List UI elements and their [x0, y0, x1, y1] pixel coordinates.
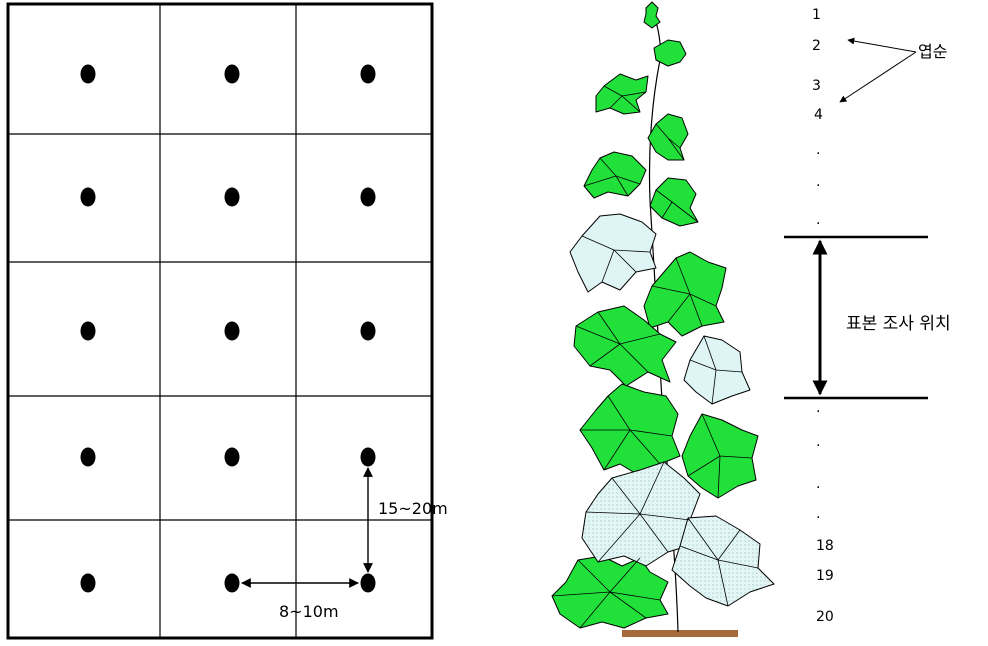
ellipsis-dot: .	[816, 400, 820, 416]
sample-point	[224, 64, 240, 84]
sample-point	[360, 187, 376, 207]
vine-base	[622, 630, 738, 637]
ellipsis-dot: .	[816, 212, 820, 228]
vine-leaf	[643, 251, 727, 337]
leaf-number-1: 1	[812, 7, 821, 23]
horizontal-spacing-label: 8~10m	[279, 602, 339, 621]
sample-point	[80, 321, 96, 341]
sampling-grid: 15~20m 8~10m	[6, 2, 448, 640]
sample-point	[80, 447, 96, 467]
vine-leaf	[649, 177, 699, 227]
grid-lines	[8, 4, 432, 638]
ellipsis-dot: .	[816, 476, 820, 492]
leaf-number-18: 18	[816, 538, 834, 554]
sample-point	[80, 187, 96, 207]
sampling-position-label: 표본 조사 위치	[846, 314, 951, 334]
grape-vine	[551, 1, 775, 637]
leaf-number-2: 2	[812, 38, 821, 54]
leaf-order-labels: 1 2 3 4 . . . . . . . 18 19 20	[812, 7, 834, 625]
callout-arrow-upper	[847, 37, 917, 53]
vine-leaf	[653, 39, 687, 67]
sample-point	[360, 321, 376, 341]
sample-point	[360, 64, 376, 84]
leaf-number-20: 20	[816, 609, 834, 625]
sample-point	[224, 321, 240, 341]
vine-leaf	[647, 113, 689, 161]
sample-point	[224, 447, 240, 467]
sampling-position-bracket: 표본 조사 위치	[784, 235, 951, 400]
leaf-number-19: 19	[816, 568, 834, 584]
sample-point	[224, 573, 240, 593]
vine-leaf	[595, 73, 649, 115]
leaf-number-4: 4	[814, 107, 823, 123]
shoot-tip	[643, 1, 661, 29]
leaf-order-label: 엽순	[918, 42, 947, 61]
sample-point	[224, 187, 240, 207]
ellipsis-dot: .	[816, 434, 820, 450]
sample-point	[360, 447, 376, 467]
grid-border	[6, 2, 434, 640]
leaf-veins	[551, 85, 759, 629]
callout-arrow-lower	[839, 51, 917, 103]
sample-point	[80, 64, 96, 84]
vertical-spacing-label: 15~20m	[378, 499, 448, 518]
sample-points	[80, 64, 376, 593]
leaf-number-3: 3	[812, 78, 821, 94]
leaf-order-callout: 엽순	[839, 37, 947, 103]
sample-point	[80, 573, 96, 593]
vine-leaf	[573, 305, 677, 387]
ellipsis-dot: .	[816, 174, 820, 190]
ellipsis-dot: .	[816, 142, 820, 158]
ellipsis-dot: .	[816, 506, 820, 522]
sample-point	[360, 573, 376, 593]
